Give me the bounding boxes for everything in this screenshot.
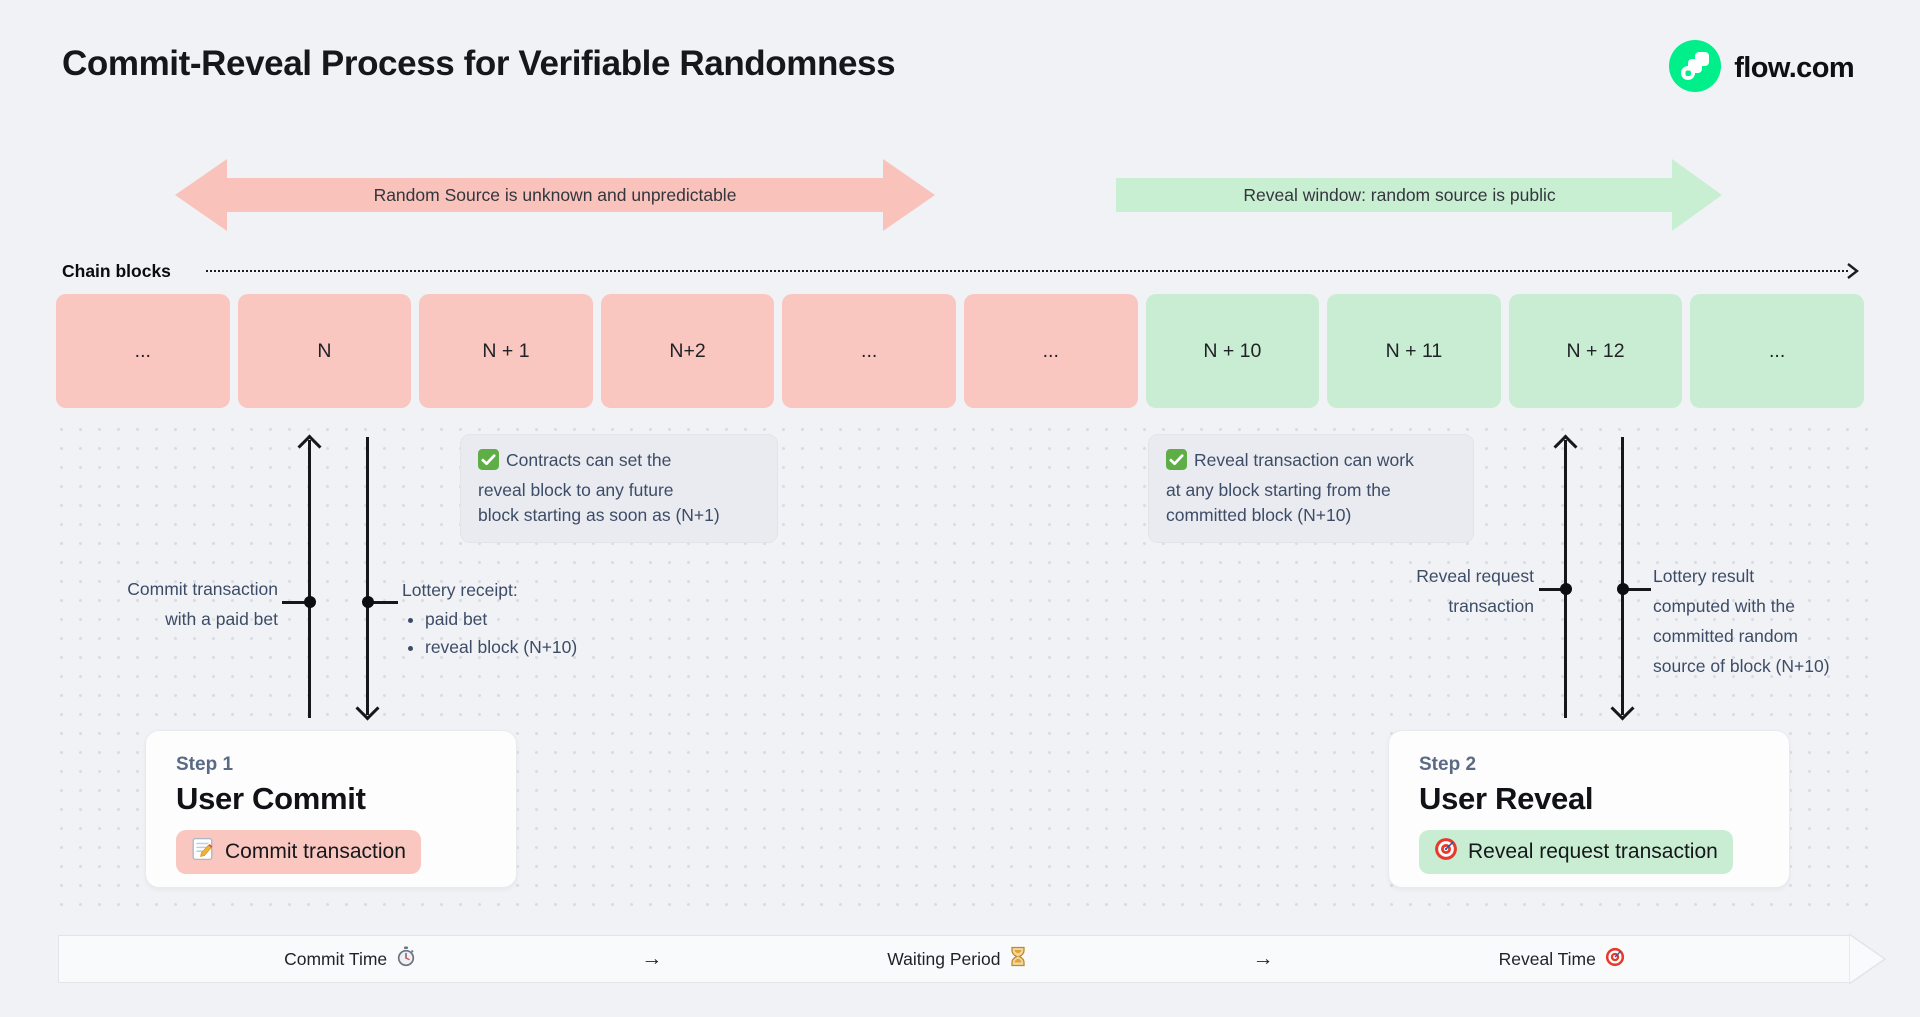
reveal-up-arrow-line [1564,440,1567,718]
chain-axis-arrow-icon [1846,263,1860,284]
receipt-item: reveal block (N+10) [425,637,577,658]
chain-block-N12: N + 12 [1508,294,1683,408]
commit-note-box: Contracts can set the reveal block to an… [460,434,778,543]
step1-card: Step 1 User Commit Commit transaction [145,730,517,888]
timeline-waiting-label: Waiting Period [887,948,1001,969]
flow-brand-link[interactable]: flow.com [1669,40,1855,97]
connector-line [368,601,398,604]
reveal-badge-label: Reveal request transaction [1468,840,1718,863]
connector-line [282,601,310,604]
lottery-result-label: Lottery result computed with the committ… [1653,566,1830,677]
commit-badge-label: Commit transaction [225,840,406,863]
chain-block-N1: N + 1 [419,294,593,408]
chain-block-N2: N+2 [600,294,775,408]
chain-block: ... [56,294,230,408]
step2-title: User Reveal [1419,781,1594,816]
timeline-bar: Commit Time → Waiting Period [58,935,1850,983]
hourglass-icon [1009,946,1027,972]
page-title: Commit-Reveal Process for Verifiable Ran… [62,44,896,83]
connector-dot [362,596,374,608]
reveal-note-text: Reveal transaction can work at any block… [1166,450,1414,526]
lottery-receipt-label: Lottery receipt: paid bet reveal block (… [402,580,577,658]
check-icon [1166,449,1187,478]
chain-block: ... [782,294,956,408]
connector-line [1623,588,1651,591]
commit-phase-arrow [175,159,935,231]
timeline-commit-time: Commit Time [284,946,416,972]
reveal-request-label: Reveal request transaction [1416,566,1534,617]
lottery-receipt-title: Lottery receipt: [402,580,518,600]
timeline-arrow: → [641,947,663,970]
chain-block-row: ... N N + 1 N+2 ... ... N + 10 N + 11 N … [56,294,1864,408]
timeline-arrow: → [1252,947,1274,970]
connector-dot [1617,583,1629,595]
target-icon [1605,947,1625,972]
reveal-phase-banner-label: Reveal window: random source is public [1243,184,1556,205]
step1-title: User Commit [176,781,366,816]
connector-dot [304,596,316,608]
timeline-reveal-label: Reveal Time [1498,948,1596,969]
commit-phase-banner-label: Random Source is unknown and unpredictab… [373,184,737,205]
timeline-end-arrow-icon [1848,932,1889,989]
chain-block: ... [1690,294,1864,408]
step1-eyebrow: Step 1 [176,754,234,775]
chain-blocks-label: Chain blocks [62,261,171,281]
receipt-item: paid bet [425,609,577,630]
flow-logo-icon [1669,40,1722,97]
step2-card: Step 2 User Reveal Reveal request transa… [1388,730,1790,888]
commit-transaction-badge: Commit transaction [176,830,421,874]
check-icon [478,449,499,478]
commit-transaction-label: Commit transaction with a paid bet [127,579,278,630]
reveal-request-badge: Reveal request transaction [1419,830,1733,874]
stopwatch-icon [396,946,416,972]
reveal-phase-arrow [1116,159,1722,231]
brand-name: flow.com [1734,52,1854,84]
chain-block-N: N [237,294,412,408]
chain-block-N11: N + 11 [1327,294,1501,408]
chain-axis-dotted-line [206,270,1848,272]
commit-up-arrow-line [308,440,311,718]
target-icon [1434,837,1458,867]
connector-line [1539,588,1567,591]
result-down-arrow-line [1621,437,1624,715]
receipt-down-arrow-line [366,437,369,715]
timeline-commit-label: Commit Time [284,948,388,969]
commit-note-text: Contracts can set the reveal block to an… [478,450,720,526]
step2-eyebrow: Step 2 [1419,754,1477,775]
chain-block: ... [963,294,1138,408]
memo-icon [191,837,215,867]
connector-dot [1560,583,1572,595]
reveal-note-box: Reveal transaction can work at any block… [1148,434,1474,543]
chain-block-N10: N + 10 [1145,294,1320,408]
timeline-waiting-period: Waiting Period [887,946,1027,972]
timeline-reveal-time: Reveal Time [1499,947,1625,972]
